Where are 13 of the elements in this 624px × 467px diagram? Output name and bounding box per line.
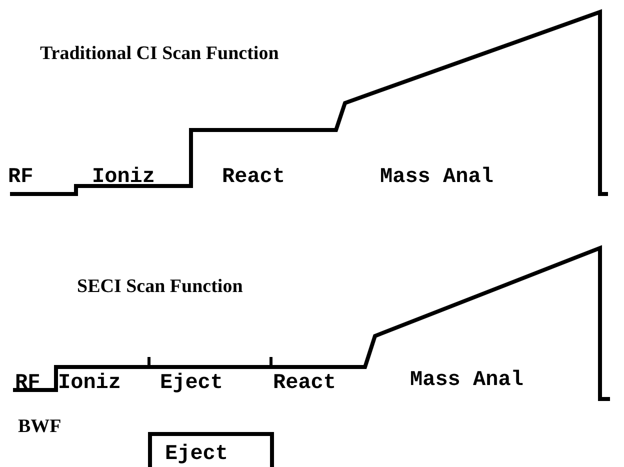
segment-label: Eject (160, 373, 224, 394)
scan-title: Traditional CI Scan Function (40, 44, 279, 63)
segment-label: Mass Anal (410, 370, 524, 391)
segment-label: Mass Anal (380, 167, 494, 188)
segment-label: Eject (165, 444, 228, 465)
segment-label: Ioniz (58, 373, 122, 394)
segment-label: RF (15, 373, 40, 394)
segment-label: React (222, 167, 286, 188)
segment-label: RF (8, 167, 34, 188)
scan-title: SECI Scan Function (77, 277, 243, 296)
waveform-name: BWF (18, 417, 62, 436)
segment-label: Ioniz (92, 167, 156, 188)
segment-label: React (273, 373, 336, 394)
